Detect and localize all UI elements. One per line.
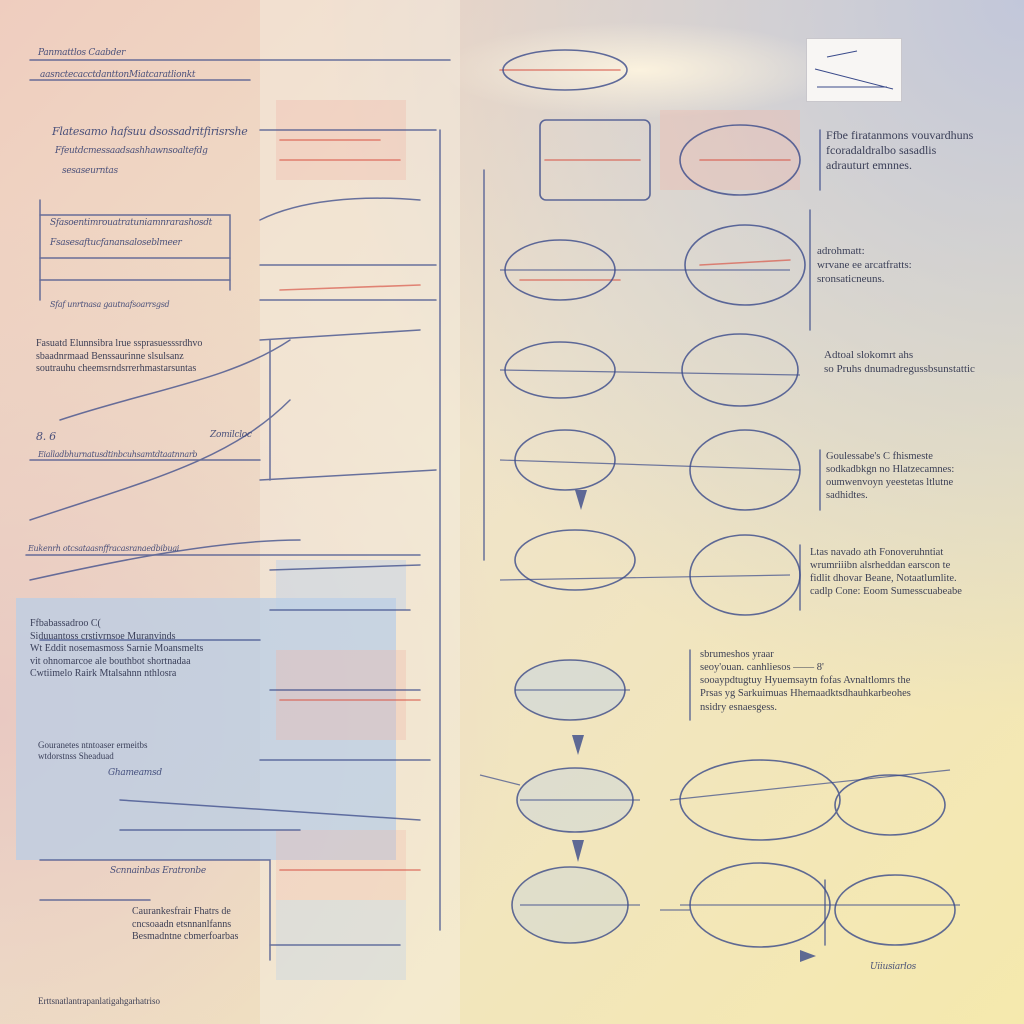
scribble-label: sesaseurntas bbox=[62, 166, 118, 176]
scribble-label: 8. 6 bbox=[36, 430, 56, 443]
scribble-label: Ffeutdcmessaadsashhawnsoaltefdg bbox=[55, 146, 208, 156]
annotation-note: Ltas navado ath Fonoveruhntiat wrumriiib… bbox=[810, 547, 962, 598]
scribble-label: Flatesamo hafsuu dsossadritfirisrshe bbox=[52, 125, 248, 138]
scribble-label: Sfaf unrtnasa gautnafsoarrsgsd bbox=[50, 300, 170, 309]
scribble-label: Uiiusiarlos bbox=[870, 962, 916, 972]
scribble-label: Panmattlos Caabder bbox=[38, 48, 126, 58]
annotation-note: Goulessabe's C fhismeste sodkadbkgn no H… bbox=[826, 451, 955, 502]
annotation-note: Fasuatd Elunnsibra lrue ssprasuesssrdhvo… bbox=[36, 338, 203, 374]
annotation-note: adrohmatt: wrvane ee arcatfratts: sronsa… bbox=[817, 245, 912, 285]
scribble-label: aasnctecacctdanttonMiatcaratlionkt bbox=[40, 70, 196, 80]
scribble-label: Scnnainbas Eratronbe bbox=[110, 866, 206, 876]
scribble-label: Eukenrh otcsataasnffracasranaedbibuai bbox=[28, 544, 180, 553]
flow-arrow-down-icon bbox=[572, 840, 584, 862]
flow-arrow-right-icon bbox=[800, 950, 816, 962]
thumbnail-preview bbox=[806, 38, 902, 102]
annotation-note: Ffbe firatanmons vouvardhuns fcoradaldra… bbox=[826, 128, 974, 172]
annotation-note: Gouranetes ntntoaser ermeitbs wtdorstnss… bbox=[38, 740, 148, 762]
scribble-label: Fsasesaftucfanansaloseblmeer bbox=[50, 238, 182, 248]
flow-arrow-down-icon bbox=[575, 490, 587, 510]
mini-sketch-icon bbox=[814, 50, 894, 90]
annotation-note: Caurankesfrair Fhatrs de cncsoaadn etsnn… bbox=[132, 906, 239, 942]
annotation-note: Adtoal slokomrt ahs so Pruhs dnumadregus… bbox=[824, 349, 975, 375]
scribble-label: Zomilcloc bbox=[210, 430, 252, 440]
annotation-note: Erttsnatlantrapanlatigahgarhatriso bbox=[38, 996, 160, 1006]
annotation-note: Ffbabassadroo C( Siduuantoss crstivrnsoe… bbox=[30, 618, 204, 679]
scribble-label: Ghameamsd bbox=[108, 768, 162, 778]
scribble-label: Eialladbhurnatusdtinbcuhsamtdtaatnnarb bbox=[38, 450, 198, 459]
flow-arrow-down-icon bbox=[572, 735, 584, 755]
scribble-label: Sfasoentimrouatratuniamnrarashosdt bbox=[50, 218, 212, 228]
annotation-note: sbrumeshos yraar seoy'ouan. canhliesos —… bbox=[700, 649, 911, 713]
